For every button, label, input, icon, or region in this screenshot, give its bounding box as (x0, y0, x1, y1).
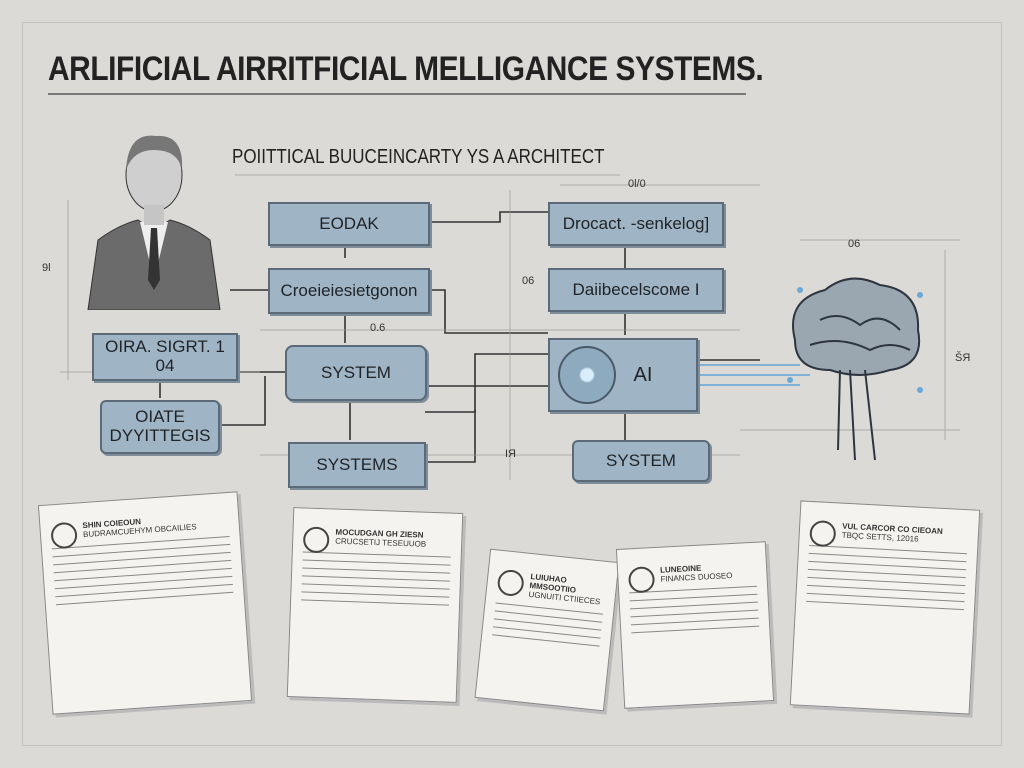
annotation: ІЯ (505, 448, 516, 460)
box-olate: OIATE DYYITTEGIS (100, 400, 220, 454)
seal-icon (302, 526, 330, 554)
politician-portrait (87, 135, 221, 310)
box-eodak: EODAK (268, 202, 430, 246)
page-title: ARLIFICIAL AIRRITFICIAL MELLIGANCE SYSTE… (48, 50, 764, 88)
seal-icon (809, 519, 837, 548)
annotation: 9l (42, 262, 51, 274)
annotation: 06 (522, 275, 535, 287)
annotation: ŠЯ (955, 352, 971, 364)
box-system-lower: SYSTEM (572, 440, 710, 482)
box-daibe: Daiibecelscoмe I (548, 268, 724, 312)
gear-icon (558, 346, 616, 404)
box-system: SYSTEM (285, 345, 427, 401)
box-ai: AI (548, 338, 698, 412)
subtitle: POIITTICAL BUUCEINCARTY YS A ARCHITECT (232, 146, 605, 168)
box-systems: SYSTEMS (288, 442, 426, 488)
brain-icon (787, 277, 923, 461)
seal-icon (627, 566, 656, 594)
box-procact: Drocact. -senkelog] (548, 202, 724, 246)
ai-label: AI (633, 364, 653, 386)
box-croeie: Croeieiesietgonon (268, 268, 430, 314)
annotation: 0l/0 (628, 178, 646, 190)
annotation: 06 (848, 238, 861, 250)
box-oira: OIRA. SIGRT. 1 04 (92, 333, 238, 381)
frame (22, 22, 1002, 746)
seal-icon (50, 521, 78, 550)
title-divider (48, 93, 746, 95)
annotation: 0.6 (370, 322, 386, 334)
